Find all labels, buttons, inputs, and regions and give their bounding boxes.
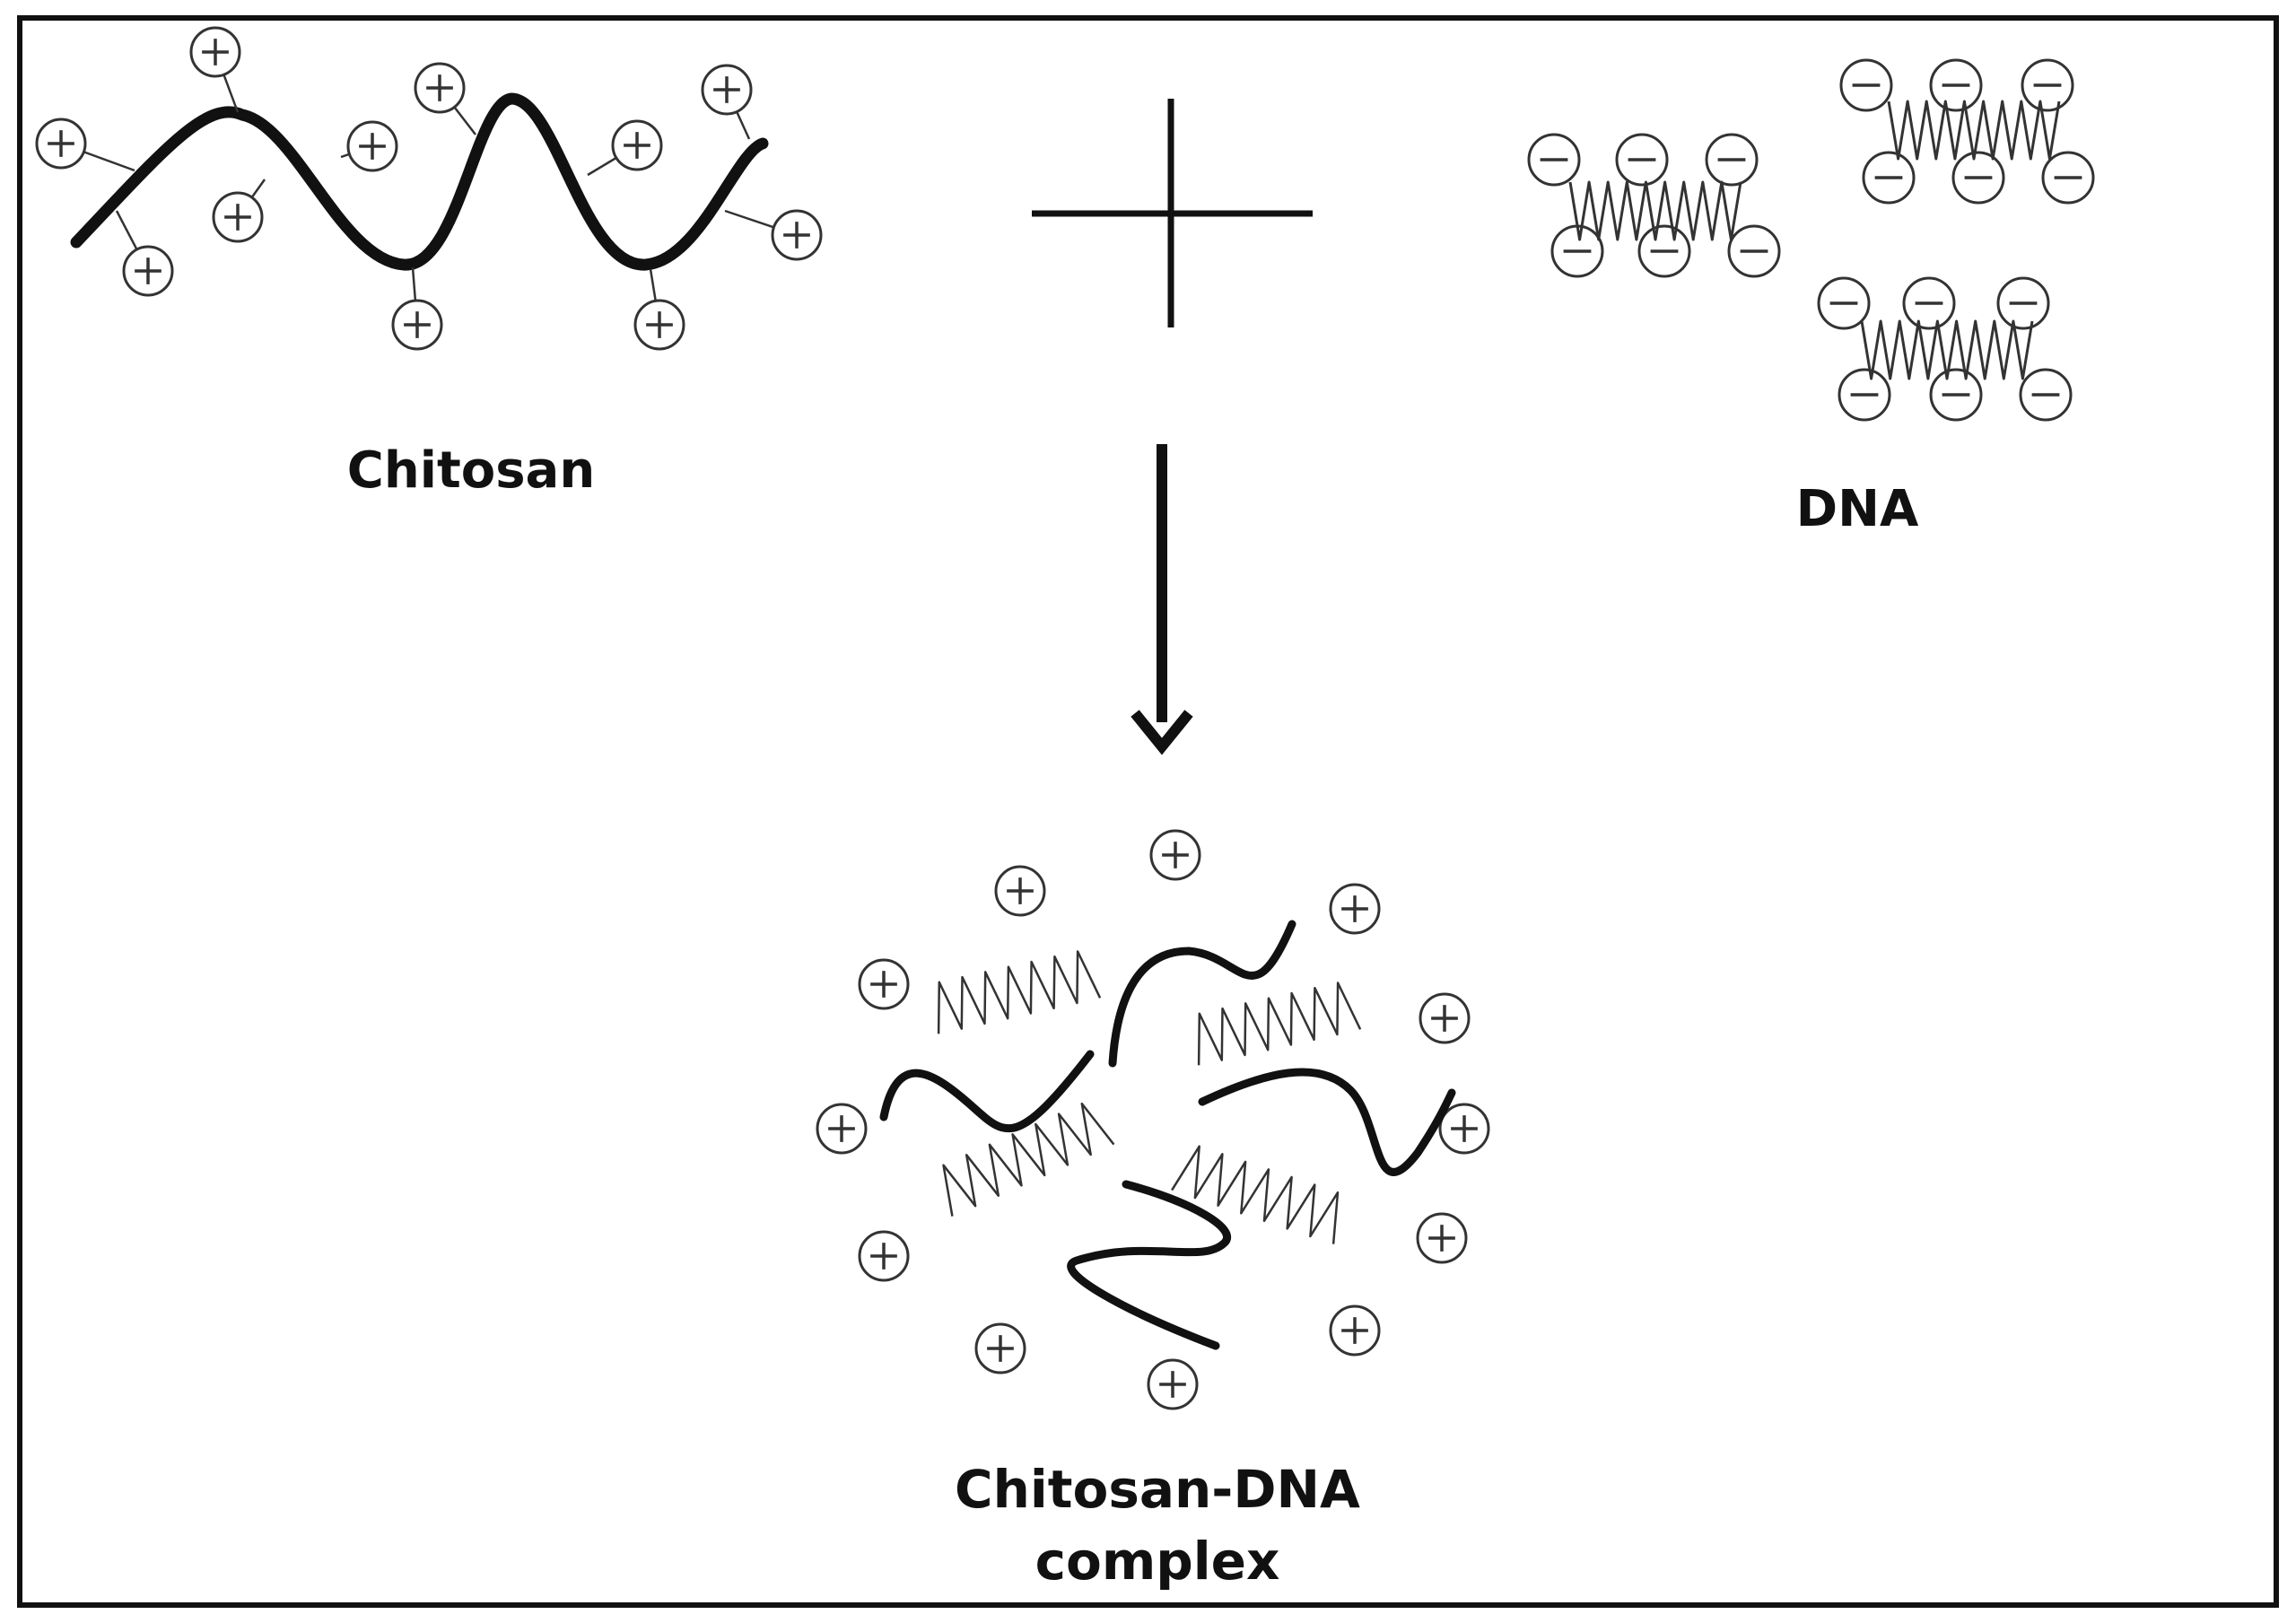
positive-charge-icon	[1416, 1212, 1468, 1264]
positive-charge-icon	[816, 1103, 868, 1155]
positive-charge-icon	[633, 299, 685, 351]
negative-charge-icon	[1705, 133, 1759, 187]
charge-layer	[35, 26, 2095, 1410]
chitosan-label: Chitosan	[346, 441, 596, 500]
negative-charge-icon	[1996, 276, 2050, 330]
positive-charge-icon	[994, 865, 1046, 917]
negative-charge-icon	[1902, 276, 1956, 330]
complex-label-line2: complex	[1035, 1531, 1280, 1592]
positive-charge-icon	[346, 120, 398, 172]
dna-label: DNA	[1795, 480, 1919, 538]
dna-helix	[1197, 982, 1362, 1066]
chitosan-fragment	[1067, 1180, 1231, 1350]
positive-charge-icon	[1329, 883, 1381, 935]
negative-charge-icon	[2041, 151, 2095, 205]
negative-charge-icon	[2021, 58, 2074, 112]
positive-charge-icon	[858, 1230, 910, 1282]
positive-charge-icon	[771, 209, 823, 261]
negative-charge-icon	[1615, 133, 1669, 187]
negative-charge-icon	[1527, 133, 1581, 187]
negative-charge-icon	[1929, 58, 1983, 112]
negative-charge-icon	[1929, 368, 1983, 422]
negative-charge-icon	[1951, 151, 2005, 205]
diagram-frame	[17, 15, 2279, 1608]
dna-helix	[942, 1102, 1115, 1217]
complex-label-line1: Chitosan-DNA	[955, 1459, 1360, 1520]
dna-helix	[937, 950, 1102, 1034]
positive-charge-icon	[391, 299, 443, 351]
positive-charge-icon	[1329, 1305, 1381, 1357]
positive-charge-icon	[611, 119, 663, 171]
negative-charge-icon	[1727, 224, 1781, 278]
dna-molecule	[1887, 100, 2061, 161]
negative-charge-icon	[2019, 368, 2073, 422]
positive-charge-icon	[212, 191, 264, 243]
positive-charge-icon	[1147, 1358, 1199, 1410]
complex-label: Chitosan-DNA complex	[852, 1453, 1462, 1597]
dna-helix	[1887, 100, 2061, 161]
positive-charge-icon	[35, 118, 87, 170]
plus-sign-icon	[1032, 99, 1313, 327]
down-arrow-icon	[1131, 444, 1193, 755]
complex-chitosan-fragments	[879, 920, 1456, 1350]
positive-charge-icon	[858, 958, 910, 1010]
dna-helix	[1171, 1145, 1340, 1244]
positive-charge-icon	[1149, 829, 1201, 881]
positive-charge-icon	[189, 26, 241, 78]
negative-charge-icon	[1817, 276, 1871, 330]
negative-charge-icon	[1637, 224, 1691, 278]
chitosan-fragment	[879, 1050, 1095, 1133]
dna-molecule	[1568, 180, 1742, 241]
positive-charge-icon	[1438, 1103, 1490, 1155]
negative-charge-icon	[1862, 151, 1916, 205]
chitosan-fragment	[1108, 920, 1296, 1068]
positive-charge-icon	[701, 64, 753, 116]
chitosan-fragment	[1198, 1068, 1456, 1176]
dna-helix	[1568, 180, 1742, 241]
negative-charge-icon	[1838, 368, 1891, 422]
positive-charge-icon	[122, 245, 174, 297]
chitosan-chain	[70, 92, 769, 271]
dna-layer	[937, 100, 2061, 1244]
positive-charge-icon	[974, 1322, 1026, 1374]
negative-charge-icon	[1839, 58, 1893, 112]
dna-helix	[1860, 319, 2034, 380]
positive-charge-icon	[414, 62, 466, 114]
positive-charge-icon	[1419, 992, 1471, 1044]
dna-molecule	[1860, 319, 2034, 380]
